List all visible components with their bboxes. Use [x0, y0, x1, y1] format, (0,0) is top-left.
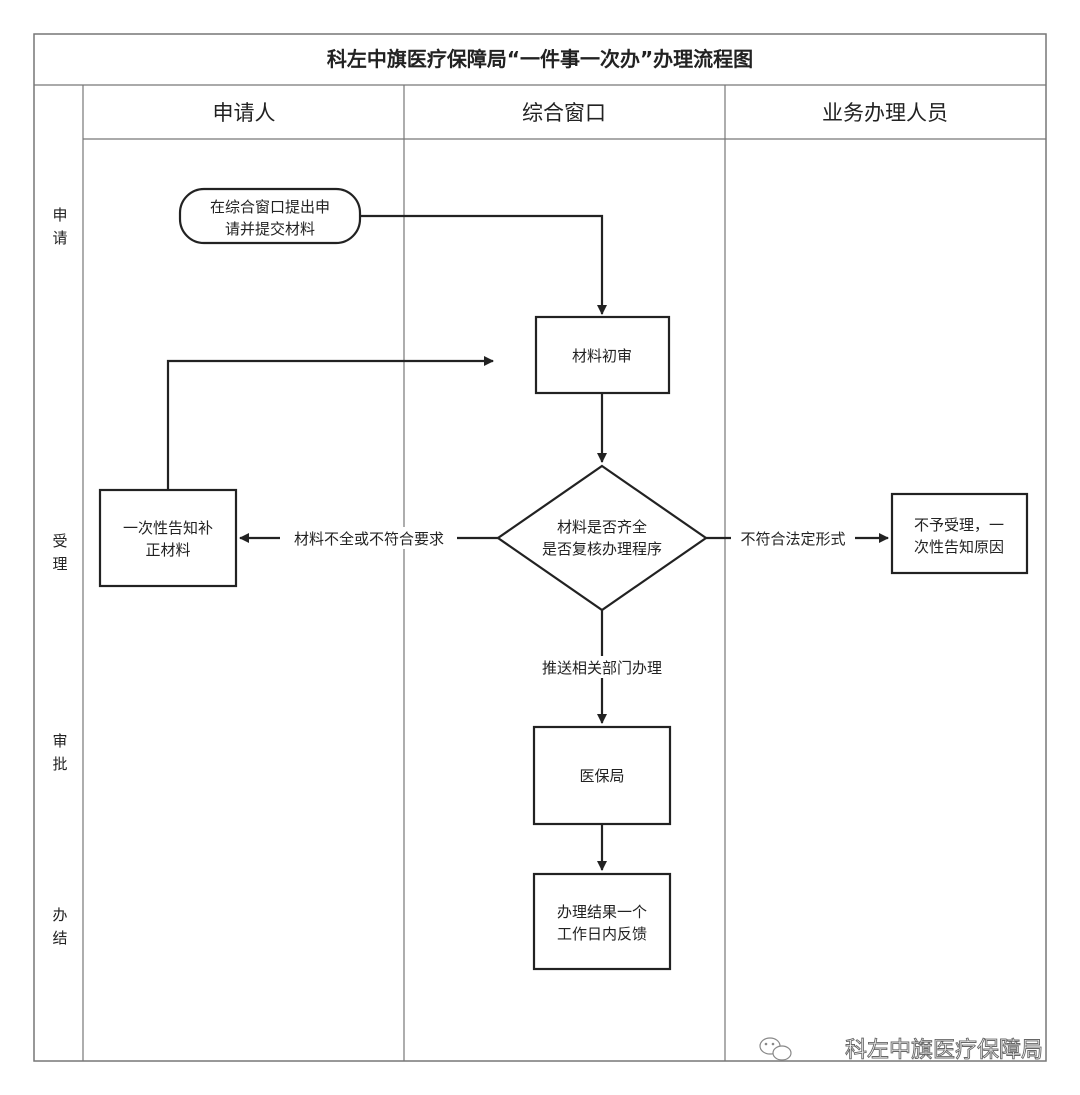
stage-complete-2: 结 — [52, 929, 67, 947]
lane-header-applicant: 申请人 — [213, 101, 276, 125]
edge-label-bg — [527, 656, 677, 678]
stage-approve-2: 批 — [52, 755, 67, 773]
supplement-node — [98, 488, 238, 588]
supplement-line-2: 正材料 — [145, 541, 190, 559]
initial-review-node — [534, 315, 671, 395]
start-node-line-1: 在综合窗口提出申 — [210, 198, 330, 216]
reject-node — [890, 492, 1029, 575]
start-node-line-2: 请并提交材料 — [225, 220, 315, 238]
diagram-frame — [33, 33, 1047, 1062]
bureau-label: 医保局 — [579, 767, 624, 785]
reject-line-1: 不予受理，一 — [914, 516, 1004, 534]
start-node — [178, 187, 362, 245]
result-line-1: 办理结果一个 — [557, 903, 647, 921]
lane-header-window: 综合窗口 — [522, 101, 606, 125]
bureau-node — [532, 725, 672, 826]
decision-line-2: 是否复核办理程序 — [542, 540, 662, 558]
stage-apply-1: 申 — [52, 206, 67, 224]
edge-label-incomplete: 材料不全或不符合要求 — [294, 530, 444, 548]
diagram-title: 科左中旗医疗保障局“一件事一次办”办理流程图 — [327, 47, 753, 71]
reject-line-2: 次性告知原因 — [914, 538, 1004, 556]
stage-complete-1: 办 — [52, 906, 67, 924]
edge-label-forward: 推送相关部门办理 — [542, 659, 662, 677]
decision-line-1: 材料是否齐全 — [557, 518, 647, 536]
watermark-text: 科左中旗医疗保障局 — [845, 1038, 1043, 1063]
edge-start-to-review — [360, 214, 607, 315]
edge-label-bg — [731, 527, 855, 549]
stage-approve-1: 审 — [52, 732, 67, 750]
stage-apply-2: 请 — [52, 229, 67, 247]
edge-supplement-to-review — [166, 356, 494, 490]
edge-label-bg — [280, 527, 457, 549]
initial-review-label: 材料初审 — [572, 347, 632, 365]
result-node — [532, 872, 672, 971]
edge-label-illegal-form: 不符合法定形式 — [740, 530, 845, 548]
result-line-2: 工作日内反馈 — [557, 925, 647, 943]
decision-node — [496, 464, 708, 612]
stage-accept-2: 理 — [52, 555, 67, 573]
wechat-icon — [759, 1037, 792, 1061]
stage-accept-1: 受 — [52, 532, 67, 550]
supplement-line-1: 一次性告知补 — [123, 519, 213, 537]
lane-header-staff: 业务办理人员 — [822, 101, 948, 125]
